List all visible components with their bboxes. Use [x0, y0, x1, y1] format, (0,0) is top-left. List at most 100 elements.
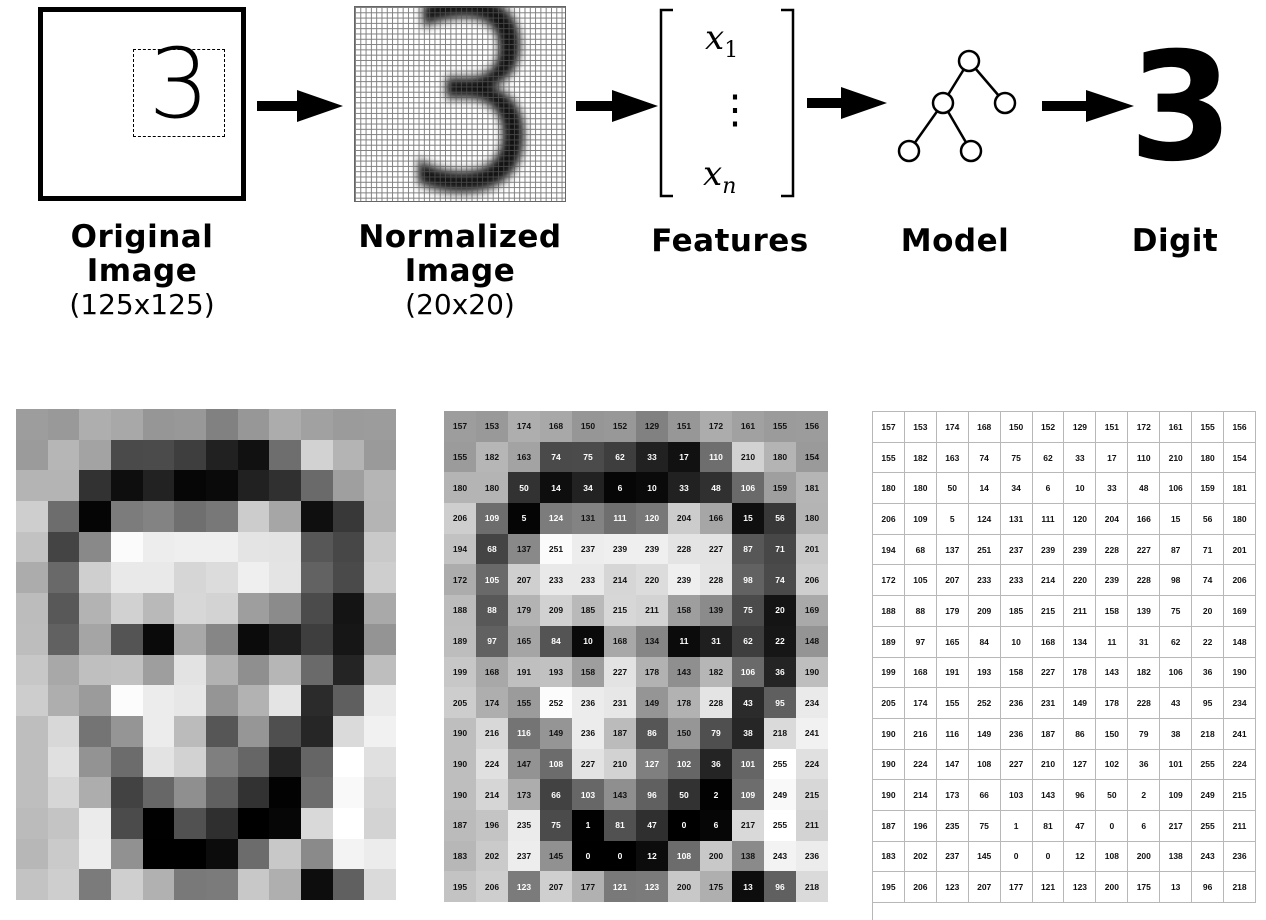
matrix-cell: 36: [764, 656, 796, 688]
pixel-cell: [237, 531, 270, 563]
pixel-cell: [332, 623, 365, 655]
matrix-cell: 127: [636, 748, 668, 780]
matrix-cell: 180: [764, 441, 796, 473]
matrix-cell: 215: [1032, 596, 1065, 627]
matrix-cell: 150: [668, 717, 700, 749]
pixel-cell: [269, 746, 301, 778]
matrix-cell: 36: [1192, 657, 1225, 689]
matrix-cell: 33: [1064, 442, 1097, 474]
pixel-cell: [79, 685, 111, 716]
pixel-cell: [300, 439, 333, 471]
pixel-cell: [110, 746, 143, 778]
matrix-cell: 96: [636, 779, 668, 810]
pixel-cell: [79, 746, 111, 778]
matrix-cell: 47: [636, 809, 668, 841]
matrix-cell: 129: [1064, 412, 1097, 443]
original-image-panel: 3: [38, 7, 246, 201]
matrix-cell: 149: [636, 687, 668, 718]
matrix-cell: 15: [1160, 504, 1193, 535]
pixel-cell: [300, 685, 333, 716]
matrix-cell: 227: [700, 533, 732, 565]
matrix-cell: 154: [796, 441, 828, 473]
matrix-cell: 68: [476, 533, 508, 565]
matrix-cell: 172: [873, 565, 905, 597]
matrix-cell: 116: [508, 717, 540, 749]
matrix-cell: 236: [1000, 688, 1033, 719]
label-original: Original Image (125x125): [69, 219, 215, 321]
matrix-cell: 123: [508, 871, 540, 902]
matrix-cell: 218: [764, 717, 796, 749]
matrix-cell: 62: [732, 625, 764, 657]
matrix-cell: 173: [936, 780, 969, 811]
arrow-icon: [807, 87, 887, 119]
matrix-cell: 205: [873, 688, 905, 719]
pixel-cell: [269, 593, 301, 624]
matrix-cell: 10: [1064, 473, 1097, 505]
pixel-cell: [237, 470, 270, 502]
pixel-cell: [364, 685, 396, 716]
matrix-cell: 36: [1128, 749, 1161, 781]
matrix-cell: 2: [1128, 780, 1161, 811]
matrix-cell: 255: [1192, 810, 1225, 842]
matrix-cell: 50: [508, 472, 540, 504]
matrix-cell: 235: [936, 810, 969, 842]
matrix-cell: 17: [1096, 442, 1129, 474]
matrix-cell: 175: [700, 871, 732, 902]
matrix-cell: 228: [1128, 688, 1161, 719]
matrix-cell: 96: [1192, 872, 1225, 903]
matrix-cell: 74: [1192, 565, 1225, 597]
pixel-cell: [79, 715, 111, 747]
matrix-cell: 251: [540, 533, 572, 565]
pixel-cell: [110, 409, 143, 440]
pixel-cell: [364, 562, 396, 594]
matrix-cell: 239: [668, 564, 700, 596]
matrix-cell: 165: [936, 626, 969, 658]
arrow-icon: [1042, 90, 1134, 122]
pixel-cell: [205, 501, 238, 532]
pixel-cell: [269, 623, 301, 655]
pixel-cell: [47, 777, 80, 808]
matrix-cell: 79: [700, 717, 732, 749]
pixel-cell: [237, 777, 270, 808]
matrix-cell: 34: [1000, 473, 1033, 505]
label-features: Features: [651, 223, 809, 259]
pixel-cell: [332, 654, 365, 686]
pixel-cell: [205, 869, 238, 900]
matrix-cell: 108: [1096, 841, 1129, 873]
pixel-cell: [205, 623, 238, 655]
matrix-cell: 228: [700, 687, 732, 718]
pixel-cell: [174, 685, 206, 716]
pixel-cell: [269, 869, 301, 900]
pixel-cell: [174, 409, 206, 440]
matrix-cell: 194: [873, 534, 905, 566]
pixel-cell: [300, 715, 333, 747]
matrix-cell: 199: [444, 656, 476, 688]
matrix-cell: 249: [1192, 780, 1225, 811]
pixel-cell: [332, 593, 365, 624]
matrix-cell: 210: [732, 441, 764, 473]
pixel-cell: [79, 562, 111, 594]
pixel-cell: [16, 623, 48, 655]
matrix-cell: 110: [1128, 442, 1161, 474]
matrix-cell: 155: [1192, 412, 1225, 443]
matrix-cell: 106: [732, 656, 764, 688]
matrix-cell: 109: [904, 504, 937, 535]
pixel-cell: [110, 623, 143, 655]
matrix-cell: 147: [936, 749, 969, 781]
feature-xn: xn: [703, 154, 737, 199]
matrix-cell: 127: [1064, 749, 1097, 781]
matrix-cell: 210: [1160, 442, 1193, 474]
matrix-cell: 182: [476, 441, 508, 473]
pixel-cell: [16, 838, 48, 870]
matrix-cell: 98: [732, 564, 764, 596]
matrix-cell: 251: [968, 534, 1001, 566]
matrix-cell: 38: [1160, 718, 1193, 750]
matrix-cell: 155: [873, 442, 905, 474]
pixel-cell: [79, 654, 111, 686]
pixel-cell: [47, 593, 80, 624]
matrix-cell: 0: [1000, 841, 1033, 873]
matrix-cell: 106: [732, 472, 764, 504]
matrix-cell: 239: [1096, 565, 1129, 597]
matrix-cell: 227: [1032, 657, 1065, 689]
matrix-cell: 193: [968, 657, 1001, 689]
